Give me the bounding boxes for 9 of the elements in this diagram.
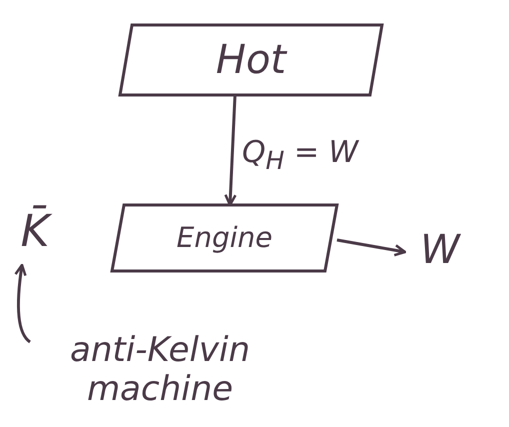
parallelogram-box [118, 24, 384, 96]
arrow [14, 264, 31, 344]
arrow [336, 238, 406, 256]
node-label: W [420, 227, 460, 273]
parallelogram-box [110, 204, 339, 272]
arrow [224, 94, 237, 206]
node-label: Engine [176, 222, 272, 254]
node-label: Hot [216, 37, 286, 83]
node-label: anti-Kelvin machine [69, 330, 251, 410]
